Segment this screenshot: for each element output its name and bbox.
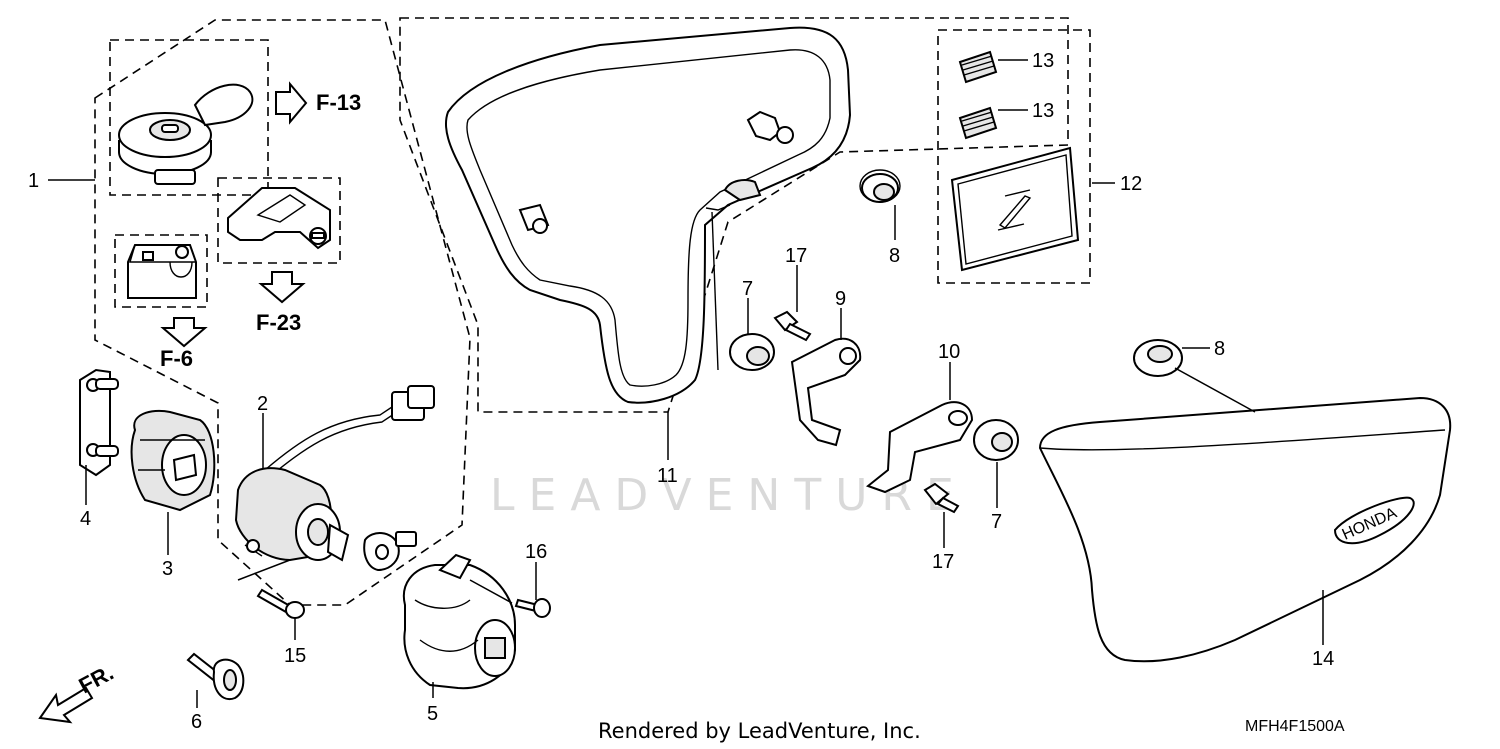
subgroup-outline-fuel-cap — [109, 39, 269, 196]
fuel-cap-icon — [118, 83, 254, 185]
lock-bracket-icon — [79, 368, 119, 477]
screw-16-icon — [514, 598, 551, 618]
callout-8b: 8 — [1214, 338, 1225, 360]
subgroup-outline-helmet-holder — [114, 234, 208, 308]
callout-4: 4 — [80, 508, 91, 530]
callout-5: 5 — [427, 703, 438, 725]
callout-11: 11 — [657, 465, 678, 487]
diagram-code: MFH4F1500A — [1245, 718, 1345, 735]
reference-arrow-f13: F-13 — [275, 81, 361, 125]
reference-arrow-f23: F-23 — [256, 271, 306, 335]
group-outline-lock-set — [94, 19, 471, 606]
callout-13a: 13 — [1032, 50, 1054, 72]
screw-15-icon — [256, 588, 305, 619]
switch-cover-icon — [402, 553, 516, 690]
grommet-8a-icon — [859, 169, 901, 203]
lock-cylinder-body-icon — [130, 410, 216, 512]
bolt-17b-icon — [923, 482, 960, 514]
ignition-switch-icon — [234, 385, 435, 572]
grommet-8b-icon — [1133, 339, 1183, 377]
callout-17b: 17 — [932, 551, 954, 573]
callout-7b: 7 — [991, 511, 1002, 533]
bracket-9-icon — [790, 337, 862, 447]
reference-label-f6: F-6 — [160, 346, 193, 371]
reference-label-f23: F-23 — [256, 310, 301, 335]
callout-8a: 8 — [889, 245, 900, 267]
grommet-7b-icon — [973, 419, 1019, 461]
subgroup-outline-seat-lock — [217, 177, 341, 264]
seat-lock-hook-icon — [227, 187, 331, 250]
emblem-13b-icon — [958, 106, 998, 140]
callout-9: 9 — [835, 288, 846, 310]
callout-2: 2 — [257, 393, 268, 415]
helmet-holder-icon — [127, 244, 197, 299]
front-direction-arrow-icon: FR. — [38, 660, 118, 724]
emblem-13a-icon — [958, 50, 998, 84]
callout-1: 1 — [28, 170, 39, 192]
reference-label-f13: F-13 — [316, 90, 361, 115]
bolt-17a-icon — [773, 310, 812, 342]
key-icon — [186, 652, 245, 701]
side-cover-left-icon — [444, 26, 852, 404]
callout-17a: 17 — [785, 245, 807, 267]
group-outline-mark-set — [937, 29, 1091, 284]
callout-12: 12 — [1120, 173, 1142, 195]
callout-10: 10 — [938, 341, 960, 363]
callout-7a: 7 — [742, 278, 753, 300]
callout-6: 6 — [191, 711, 202, 733]
rendered-by-text: Rendered by LeadVenture, Inc. — [598, 719, 921, 743]
bracket-10-icon — [865, 401, 974, 494]
side-cover-right-icon: HONDA — [1038, 396, 1452, 663]
leader-lines — [48, 59, 1324, 708]
callout-16: 16 — [525, 541, 547, 563]
grommet-7a-icon — [729, 333, 775, 371]
group-outline-side-cover-left — [399, 17, 1069, 413]
reference-arrow-f6: F-6 — [160, 317, 208, 371]
callout-3: 3 — [162, 558, 173, 580]
mark-plate-icon — [950, 146, 1080, 272]
callout-14: 14 — [1312, 648, 1334, 670]
callout-15: 15 — [284, 645, 306, 667]
callout-13b: 13 — [1032, 100, 1054, 122]
